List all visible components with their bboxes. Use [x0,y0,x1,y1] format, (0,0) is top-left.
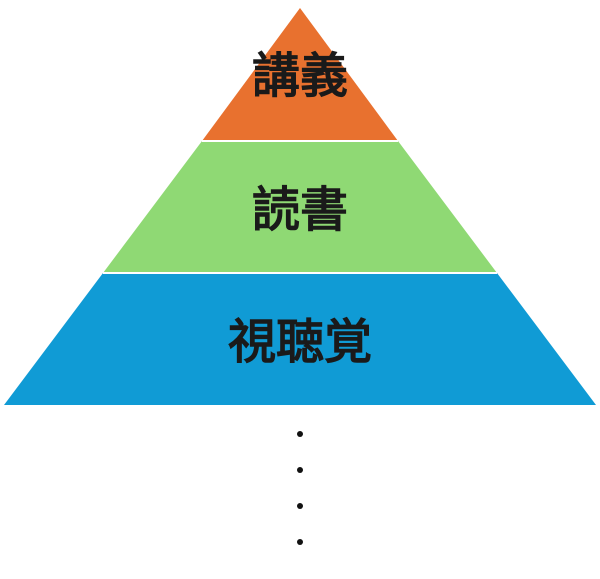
ellipsis-dot [297,467,303,473]
tier-top-label: 講義 [252,48,348,104]
ellipsis-dot [297,431,303,437]
tier-bottom-shape [4,273,596,405]
tier-bottom-label: 視聴覚 [228,314,372,370]
continuation-text: ⋮ [300,559,301,561]
ellipsis-dot [297,503,303,509]
tier-middle-shape [103,141,497,273]
continuation-ellipsis: ⋮ [297,431,303,561]
tier-top-shape [202,8,398,141]
ellipsis-dot [297,539,303,545]
tier-middle-label: 読書 [252,182,348,238]
